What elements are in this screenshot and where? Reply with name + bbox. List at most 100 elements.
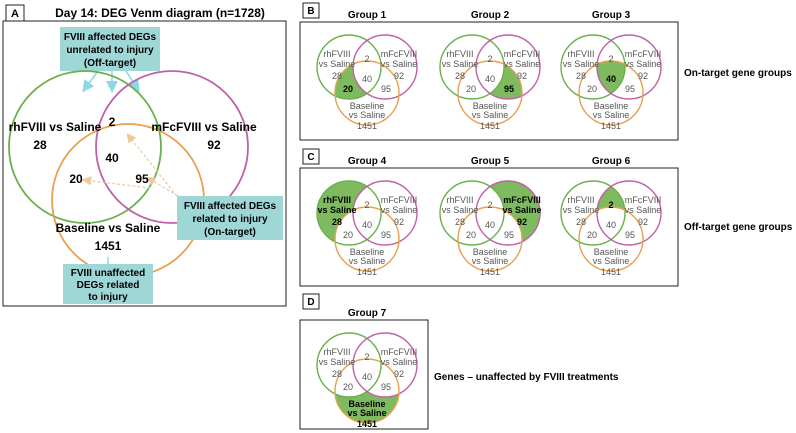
- count-rh-mfc: 2: [364, 352, 369, 362]
- count-rh-base: 20: [343, 230, 353, 240]
- count-mfc-base: 95: [504, 84, 514, 94]
- count-mfc-only: 92: [638, 217, 648, 227]
- label-rh-line1: rhFVIII: [567, 195, 594, 205]
- label-rh-line1: rhFVIII: [446, 49, 473, 59]
- label-rh-line2: vs Saline: [442, 205, 479, 215]
- panel-a: A Day 14: DEG Venm diagram (n=1728) FVII…: [2, 4, 287, 307]
- count-all: 40: [362, 74, 372, 84]
- circle-mfc: [475, 180, 541, 246]
- count-mfc-base: 95: [625, 84, 635, 94]
- arrow-off-target-right: [125, 70, 140, 93]
- panel-b-letter: B: [307, 6, 314, 17]
- circle-rh: [439, 180, 505, 246]
- label-rh-line1: rhFVIII: [323, 347, 350, 357]
- label-baseline-line1: Baseline: [473, 247, 508, 257]
- count-baseline-only: 1451: [95, 239, 122, 253]
- count-all: 40: [485, 220, 495, 230]
- count-rh-base: 20: [343, 84, 353, 94]
- count-rh-only: 28: [332, 71, 342, 81]
- panel-d-letter: D: [307, 297, 314, 308]
- label-mfc-line2: vs Saline: [625, 59, 662, 69]
- label-rh-line2: vs Saline: [442, 59, 479, 69]
- callout-on-target-line1: FVIII affected DEGs: [184, 201, 277, 212]
- circle-mfc: [475, 34, 541, 100]
- label-baseline-line2: vs Saline: [472, 256, 509, 266]
- label-mfc-line1: mFcFVIII: [625, 195, 662, 205]
- label-baseline: Baseline vs Saline: [56, 221, 161, 235]
- highlight-all: [597, 61, 625, 99]
- label-rh: rhFVIII vs Saline: [9, 120, 102, 134]
- circle-rh: [8, 70, 162, 224]
- panel-d-letter-box: [302, 293, 320, 310]
- callout-off-target-line2: unrelated to injury: [66, 45, 154, 56]
- arrow-on-target-3: [126, 133, 181, 201]
- panel-b-border: [299, 21, 679, 141]
- circle-mfc: [352, 34, 418, 100]
- label-baseline-line1: Baseline: [473, 101, 508, 111]
- circle-rh: [316, 332, 382, 398]
- count-all: 40: [362, 220, 372, 230]
- count-baseline-only: 1451: [601, 121, 621, 131]
- count-mfc-base: 95: [625, 230, 635, 240]
- label-baseline-line2: vs Saline: [349, 110, 386, 120]
- circle-mfc: [95, 70, 249, 224]
- label-rh-line2: vs Saline: [563, 205, 600, 215]
- count-mfc-only: 92: [517, 71, 527, 81]
- circle-rh: [316, 34, 382, 100]
- circle-baseline: [334, 358, 400, 424]
- panel-c-border: [299, 167, 679, 287]
- panel-c-side-label: Off-target gene groups: [684, 222, 793, 233]
- label-mfc: mFcFVIII vs Saline: [151, 120, 257, 134]
- circle-baseline: [578, 206, 644, 272]
- count-rh-base: 20: [343, 382, 353, 392]
- callout-off-target: [60, 27, 160, 71]
- group-title: Group 1: [348, 10, 387, 21]
- arrow-on-target-2: [145, 176, 179, 197]
- callout-off-target-line3: (Off-target): [84, 58, 136, 69]
- count-mfc-only: 92: [638, 71, 648, 81]
- count-mfc-base: 95: [504, 230, 514, 240]
- label-baseline-line2: vs Saline: [347, 408, 386, 418]
- label-baseline-line2: vs Saline: [593, 256, 630, 266]
- circle-rh: [316, 180, 382, 246]
- count-mfc-only: 92: [394, 217, 404, 227]
- label-mfc-line1: mFcFVIII: [503, 195, 541, 205]
- label-mfc-line1: mFcFVIII: [381, 49, 418, 59]
- callout-unaffected-line2: DEGs related: [77, 280, 140, 291]
- label-rh-line1: rhFVIII: [446, 195, 473, 205]
- count-baseline-only: 1451: [357, 267, 377, 277]
- callout-on-target-line3: (On-target): [204, 227, 256, 238]
- count-baseline-only: 1451: [357, 419, 377, 429]
- callout-on-target: [177, 196, 283, 240]
- count-mfc-base: 95: [381, 84, 391, 94]
- group-title: Group 3: [592, 10, 631, 21]
- label-baseline-line1: Baseline: [348, 399, 385, 409]
- count-all: 40: [105, 151, 119, 165]
- callout-unaffected-line1: FVIII unaffected: [71, 268, 145, 279]
- group-title: Group 4: [348, 156, 387, 167]
- count-mfc-only: 92: [394, 71, 404, 81]
- label-mfc-line2: vs Saline: [381, 357, 418, 367]
- label-mfc-line2: vs Saline: [625, 205, 662, 215]
- count-mfc-only: 92: [517, 217, 527, 227]
- panel-b-side-label: On-target gene groups: [684, 68, 792, 79]
- label-rh-line1: rhFVIII: [323, 49, 350, 59]
- count-rh-only: 28: [455, 217, 465, 227]
- label-mfc-line1: mFcFVIII: [381, 195, 418, 205]
- panel-d-border: [299, 319, 429, 430]
- circle-baseline: [334, 60, 400, 126]
- label-rh-line2: vs Saline: [317, 205, 356, 215]
- count-all: 40: [606, 74, 616, 84]
- circle-baseline: [457, 60, 523, 126]
- label-baseline-line1: Baseline: [594, 101, 629, 111]
- circle-baseline: [334, 206, 400, 272]
- arrow-off-target-left: [82, 70, 99, 93]
- label-baseline-line1: Baseline: [594, 247, 629, 257]
- circle-rh: [439, 34, 505, 100]
